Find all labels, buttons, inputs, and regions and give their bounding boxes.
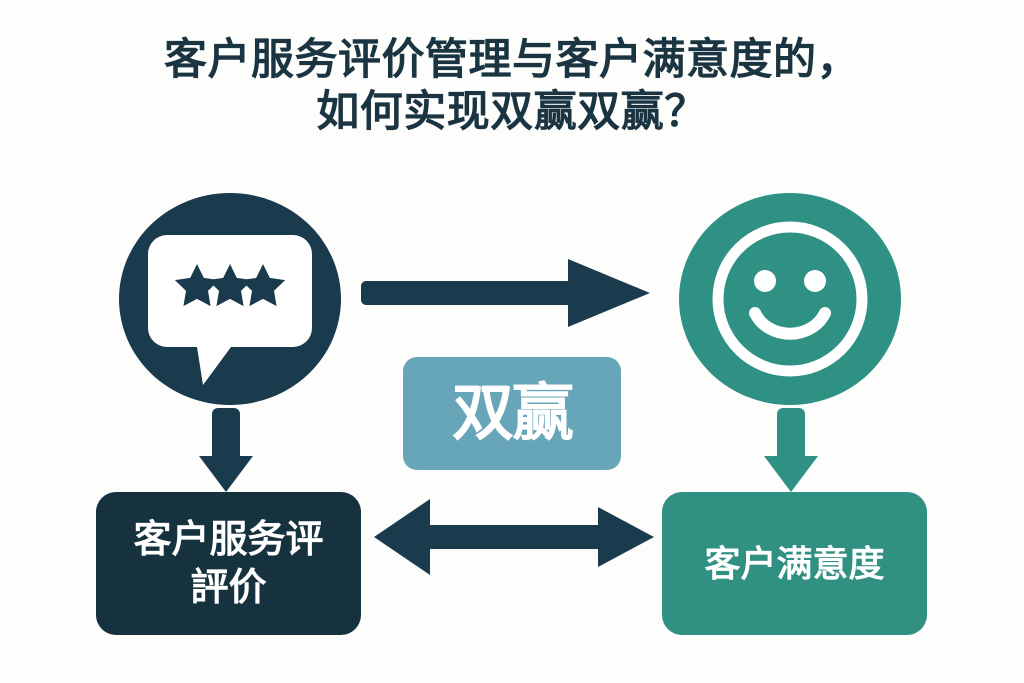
star-rating-icon	[174, 264, 286, 307]
review-icon-circle	[119, 193, 341, 405]
customer-satisfaction-label: 客户满意度	[704, 542, 885, 584]
smiley-mouth-icon	[749, 307, 831, 340]
page-title: 客户服务评价管理与客户满意度的， 如何实现双赢双赢？	[0, 34, 1024, 138]
speech-bubble-three-stars-icon	[148, 235, 312, 385]
arrow-bidirectional-icon	[374, 499, 654, 575]
review-management-label-line-1: 客户服务评	[133, 518, 324, 561]
customer-satisfaction-box: 客户满意度	[662, 492, 927, 635]
review-management-box: 客户服务评 評价	[96, 492, 361, 635]
smiley-left-eye-icon	[754, 270, 776, 292]
page-title-line-1: 客户服务评价管理与客户满意度的，	[164, 36, 860, 84]
win-win-badge: 双赢	[403, 357, 621, 470]
smiley-right-eye-icon	[804, 270, 826, 292]
review-management-label-line-2: 評价	[190, 566, 267, 609]
arrow-down-icon	[764, 408, 818, 492]
arrow-right-icon	[361, 259, 650, 327]
satisfaction-icon-circle	[679, 193, 901, 405]
win-win-label: 双赢	[451, 378, 574, 448]
page-title-line-2: 如何实现双赢双赢？	[316, 88, 708, 136]
smiley-face-icon	[712, 221, 868, 377]
arrow-down-icon	[199, 408, 253, 492]
